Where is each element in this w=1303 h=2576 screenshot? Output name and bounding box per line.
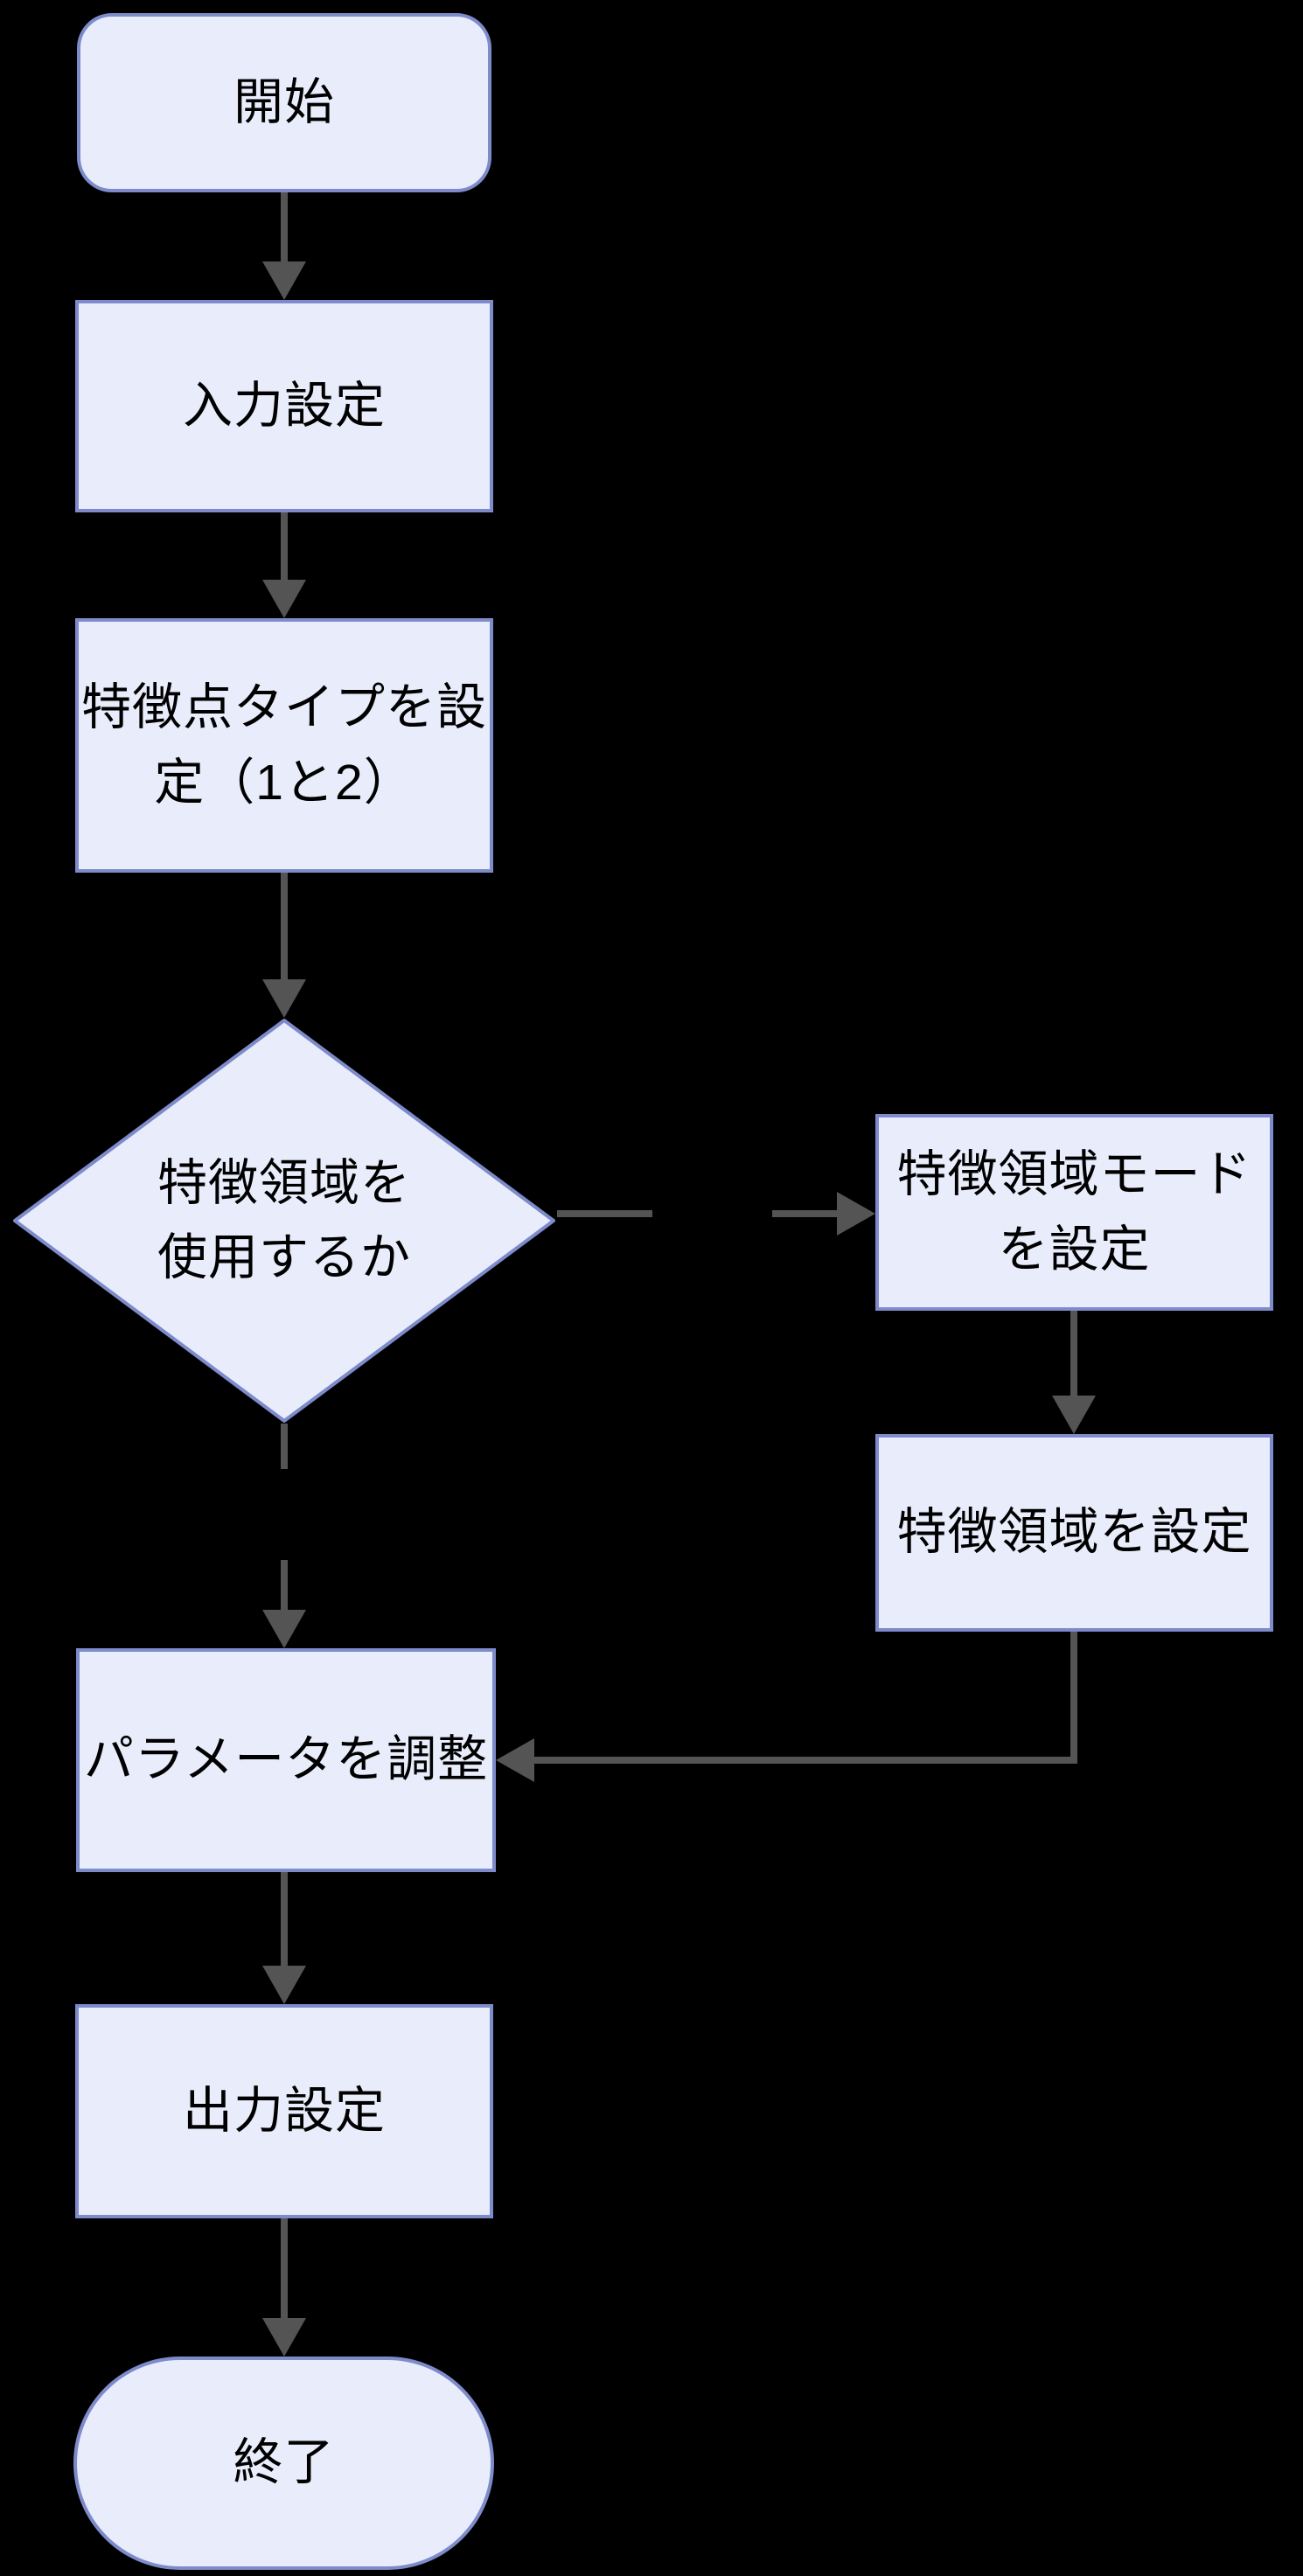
arrow-params-to-output-line: [281, 1872, 288, 1966]
node-adjust-params-label: パラメータを調整: [83, 1731, 489, 1788]
node-output-settings: 出力設定: [75, 2004, 493, 2218]
arrow-output-to-end-head: [262, 2318, 306, 2357]
node-input-settings-label: 入力設定: [183, 377, 386, 434]
arrow-featuretype-to-decision-line: [281, 873, 288, 983]
arrow-regionset-to-params-horizontal: [534, 1757, 1077, 1764]
node-region-mode-label: 特徴領域モード を設定: [896, 1146, 1252, 1278]
arrow-decision-to-regionmode-line: [772, 1210, 837, 1217]
node-end: 終了: [73, 2357, 494, 2570]
arrow-regionset-to-params-vertical: [1070, 1632, 1077, 1764]
node-region-set: 特徴領域を設定: [875, 1434, 1273, 1632]
node-region-mode: 特徴領域モード を設定: [875, 1114, 1273, 1311]
arrow-decision-to-regionmode-head: [837, 1192, 875, 1236]
arrow-decision-to-params-head: [262, 1610, 306, 1648]
arrow-regionmode-to-regionset-line: [1070, 1311, 1077, 1396]
arrow-params-to-output-head: [262, 1966, 306, 2004]
decision-diamond-shape: [13, 1019, 555, 1423]
node-start-label: 開始: [233, 73, 335, 130]
node-use-region-label: 特徴領域を 使用するか: [157, 1154, 411, 1286]
node-start: 開始: [77, 13, 491, 192]
node-input-settings: 入力設定: [75, 300, 493, 512]
arrow-output-to-end-line: [281, 2218, 288, 2318]
arrow-regionset-to-params-head: [496, 1738, 534, 1782]
node-region-set-label: 特徴領域を設定: [896, 1504, 1252, 1561]
node-output-settings-label: 出力設定: [183, 2082, 386, 2139]
arrow-featuretype-to-decision-head: [262, 979, 306, 1018]
node-feature-type-label: 特徴点タイプを設 定（1と2）: [81, 679, 487, 811]
node-feature-type: 特徴点タイプを設 定（1と2）: [75, 618, 493, 873]
arrow-start-to-input-line: [281, 192, 288, 265]
arrow-start-to-input-head: [262, 261, 306, 300]
arrow-regionmode-to-regionset-head: [1052, 1396, 1096, 1434]
node-end-label: 終了: [233, 2434, 335, 2491]
arrow-input-to-featuretype-line: [281, 512, 288, 583]
arrow-decision-to-params-line: [281, 1560, 288, 1613]
arrow-input-to-featuretype-head: [262, 580, 306, 618]
node-adjust-params: パラメータを調整: [76, 1648, 496, 1872]
arrow-decision-to-params-stub: [281, 1424, 288, 1469]
node-use-region-decision: 特徴領域を 使用するか: [11, 1018, 557, 1424]
arrow-decision-to-regionmode-stub: [557, 1210, 652, 1217]
